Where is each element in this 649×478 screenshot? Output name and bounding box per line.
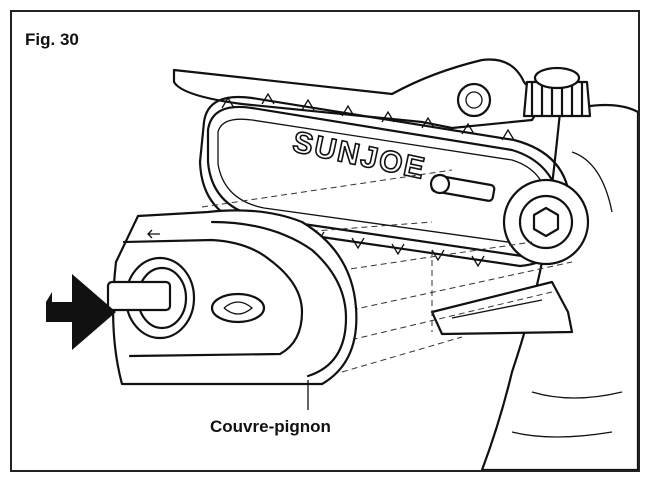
sprocket-cover-label: Couvre-pignon (210, 417, 331, 436)
sprocket-cover (112, 209, 358, 386)
sprocket (502, 178, 590, 266)
rear-handle (430, 280, 574, 336)
cover-knob (106, 256, 196, 340)
figure-label: Fig. 30 (25, 30, 79, 49)
figure-frame: SUNJOE (10, 10, 640, 472)
top-guard (172, 58, 544, 130)
tension-knob (522, 66, 592, 118)
chainsaw-illustration: SUNJOE (46, 58, 638, 470)
push-arrow-icon (46, 274, 116, 350)
